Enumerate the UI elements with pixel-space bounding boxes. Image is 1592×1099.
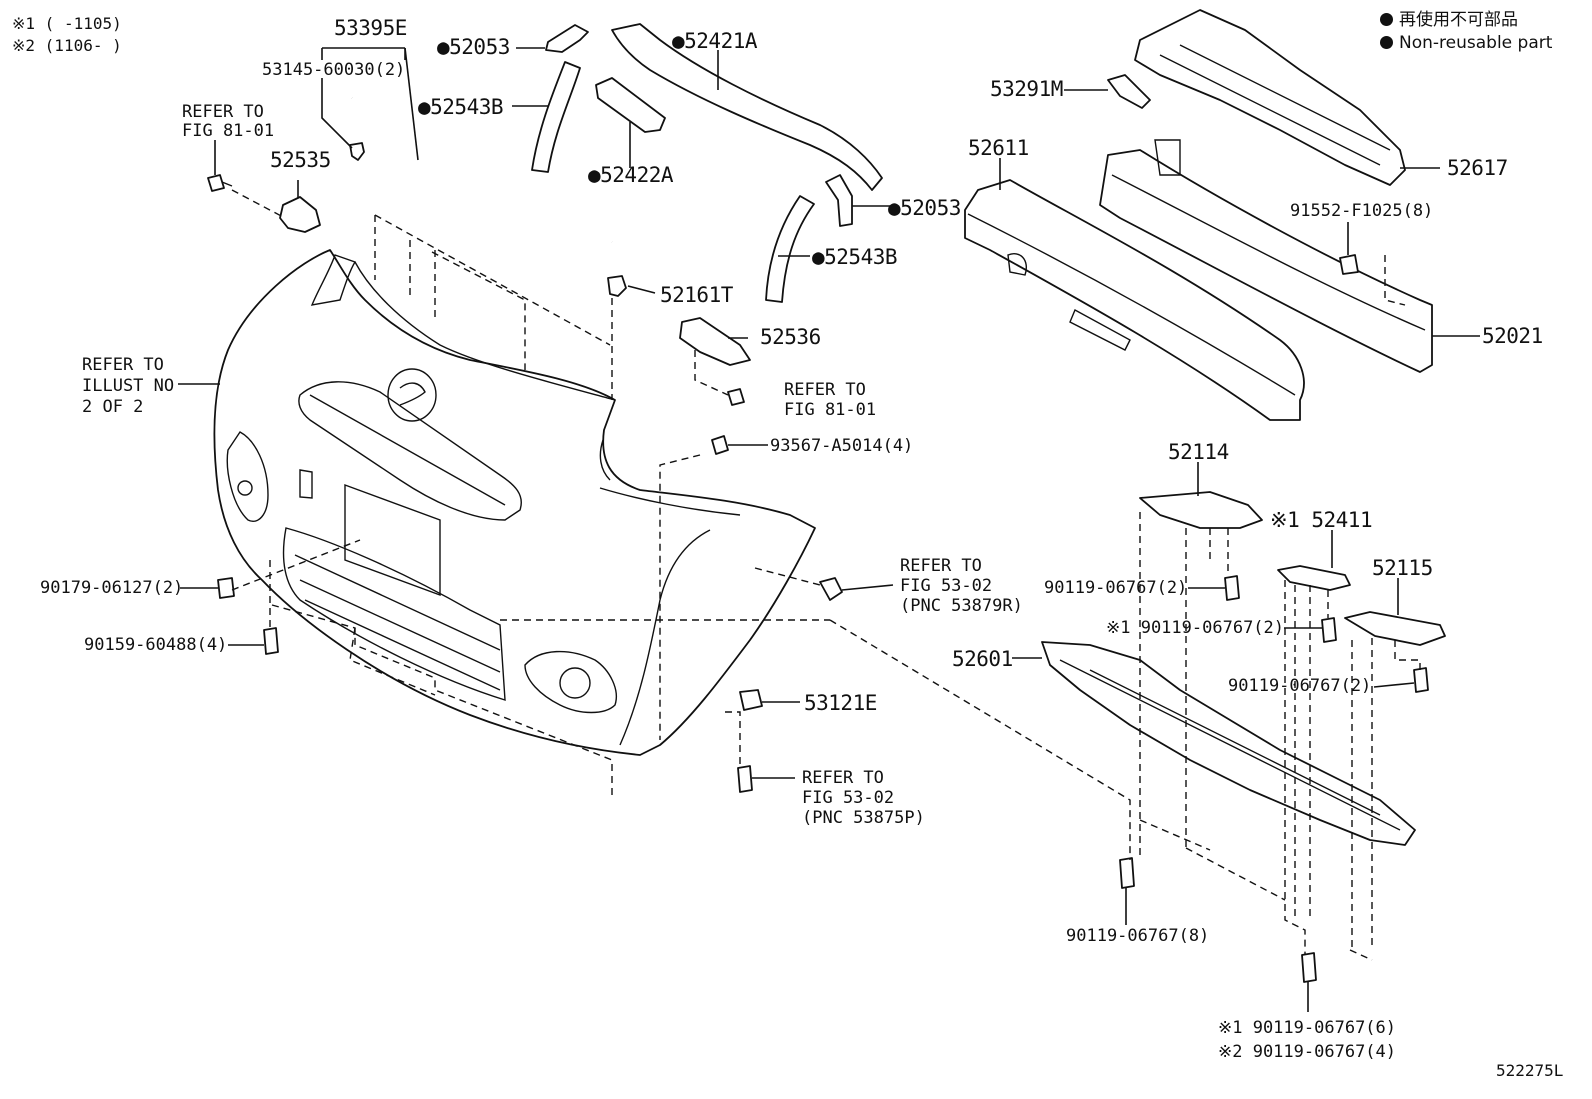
- label-53291M[interactable]: 53291M: [990, 77, 1063, 101]
- label-52422A[interactable]: ●52422A: [588, 163, 674, 187]
- legend-jp: 再使用不可部品: [1380, 12, 1518, 29]
- label-90119-06767-e[interactable]: ※1 90119-06767(6): [1218, 1018, 1397, 1038]
- label-53395E[interactable]: 53395E: [334, 16, 407, 40]
- part-52617-retainer: [1134, 9, 1406, 186]
- legend-en: Non-reusable part: [1380, 35, 1552, 52]
- label-52411[interactable]: ※1 52411: [1270, 508, 1373, 532]
- label-52611[interactable]: 52611: [968, 136, 1029, 160]
- part-52411-cover: [1277, 565, 1351, 591]
- part-52601-cover: [1041, 641, 1416, 846]
- label-refer-81-01-b-line2: FIG 81-01: [784, 400, 877, 420]
- label-illust-line2: ILLUST NO: [82, 376, 175, 396]
- label-90119-06767-c[interactable]: 90119-06767(2): [1228, 676, 1372, 696]
- part-53395E-seal: [350, 97, 613, 244]
- label-52543B-a[interactable]: ●52543B: [418, 95, 504, 119]
- legend-jp-text: 再使用不可部品: [1399, 10, 1518, 30]
- label-illust-line3: 2 OF 2: [82, 397, 144, 417]
- label-91552-F1025[interactable]: 91552-F1025(8): [1290, 201, 1434, 221]
- diagram-id: 522275L: [1496, 1061, 1564, 1080]
- label-52543B-b[interactable]: ●52543B: [812, 245, 898, 269]
- part-52114-cover: [1139, 491, 1263, 529]
- part-52053-a: [545, 24, 589, 53]
- part-52535-bracket: [279, 196, 321, 233]
- part-52421A: [611, 23, 883, 191]
- part-52611-absorber: [964, 179, 1305, 421]
- part-52422A: [595, 77, 666, 133]
- label-refer-81-01-a-line1: REFER TO: [182, 102, 264, 122]
- part-93567-screw: [711, 435, 729, 455]
- label-refer-81-01-b-line1: REFER TO: [784, 380, 866, 400]
- label-52053-b[interactable]: ●52053: [888, 196, 961, 220]
- label-52115[interactable]: 52115: [1372, 556, 1433, 580]
- label-52021[interactable]: 52021: [1482, 324, 1543, 348]
- label-52536[interactable]: 52536: [760, 325, 821, 349]
- label-52535[interactable]: 52535: [270, 148, 331, 172]
- part-53145-clip: [349, 142, 365, 161]
- label-53145-60030[interactable]: 53145-60030(2): [262, 60, 406, 80]
- label-refer-81-01-a-line2: FIG 81-01: [182, 121, 275, 141]
- label-90179-06127[interactable]: 90179-06127(2): [40, 578, 184, 598]
- fasteners: [217, 575, 1429, 983]
- label-52601[interactable]: 52601: [952, 647, 1013, 671]
- label-52114[interactable]: 52114: [1168, 440, 1229, 464]
- part-91552-bolt: [1339, 254, 1359, 275]
- label-refer-53-02-b-line1: REFER TO: [802, 768, 884, 788]
- label-90159-60488[interactable]: 90159-60488(4): [84, 635, 228, 655]
- label-53121E[interactable]: 53121E: [804, 691, 877, 715]
- part-52053-b: [825, 174, 853, 227]
- label-90119-06767-b[interactable]: ※1 90119-06767(2): [1106, 618, 1285, 638]
- leader-lines: [178, 47, 1480, 1012]
- legend-dot-icon: [1380, 13, 1393, 26]
- label-52053-a[interactable]: ●52053: [437, 35, 510, 59]
- label-refer-53-02-a-line2: FIG 53-02: [900, 576, 993, 596]
- part-53291M-clip: [1107, 74, 1151, 109]
- label-93567-A5014[interactable]: 93567-A5014(4): [770, 436, 914, 456]
- note-2: ※2 (1106- ): [12, 36, 122, 55]
- part-52543B-a: [531, 61, 581, 173]
- label-refer-53-02-a-line3: (PNC 53879R): [900, 596, 1023, 616]
- label-52421A[interactable]: ●52421A: [672, 29, 758, 53]
- label-refer-53-02-b-line3: (PNC 53875P): [802, 808, 925, 828]
- label-refer-53-02-a-line1: REFER TO: [900, 556, 982, 576]
- part-52115-cover: [1344, 611, 1446, 646]
- part-52543B-b: [765, 195, 815, 303]
- legend-dot-icon: [1380, 36, 1393, 49]
- legend-en-text: Non-reusable part: [1399, 33, 1553, 53]
- bolt-refer-81-01-b: [727, 388, 745, 406]
- part-52021-reinforcement: [1099, 139, 1433, 373]
- assembly-lines: [231, 189, 1421, 961]
- front-bumper-cover: [213, 249, 816, 756]
- part-52161T-clip: [607, 275, 627, 297]
- part-52536-bracket: [679, 317, 751, 366]
- label-90119-06767-a[interactable]: 90119-06767(2): [1044, 578, 1188, 598]
- label-illust-line1: REFER TO: [82, 355, 164, 375]
- label-90119-06767-d[interactable]: 90119-06767(8): [1066, 926, 1210, 946]
- label-90119-06767-f[interactable]: ※2 90119-06767(4): [1218, 1042, 1397, 1062]
- label-52161T[interactable]: 52161T: [660, 283, 733, 307]
- bolt-refer-81-01-a: [207, 174, 233, 192]
- note-1: ※1 ( -1105): [12, 14, 122, 33]
- label-refer-53-02-b-line2: FIG 53-02: [802, 788, 895, 808]
- label-52617[interactable]: 52617: [1447, 156, 1508, 180]
